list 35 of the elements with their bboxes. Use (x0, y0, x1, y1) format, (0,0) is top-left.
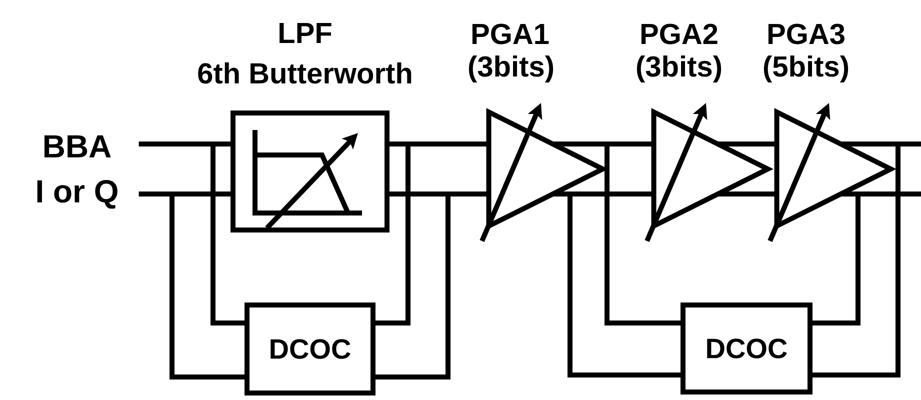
block-title: PGA1 (472, 24, 549, 44)
wire (898, 142, 921, 146)
wire (570, 192, 654, 196)
wire (210, 144, 247, 326)
wire (718, 142, 777, 146)
wire (448, 192, 489, 196)
wire (373, 194, 450, 380)
wire (607, 142, 654, 146)
block-title: PGA2 (641, 24, 718, 44)
wire (552, 192, 570, 196)
wire (840, 142, 898, 146)
block-title: LPF (280, 23, 332, 43)
block-subtitle: 6th Butterworth (198, 62, 412, 84)
block-subtitle: (5bits) (764, 55, 848, 83)
wire (387, 142, 408, 146)
wire (172, 192, 233, 196)
wire (840, 192, 858, 196)
circuit-block: DCOC (244, 302, 376, 396)
block-title: PGA3 (768, 24, 844, 44)
wire (810, 144, 900, 378)
wire (552, 142, 607, 146)
wire (373, 144, 410, 326)
wire (858, 192, 921, 196)
wire (810, 194, 860, 326)
circuit-block: DCOC (680, 302, 812, 394)
wire (604, 144, 683, 326)
wire (408, 142, 489, 146)
wire (138, 192, 172, 196)
wire (718, 192, 777, 196)
input-label: BBA I or Q (37, 135, 118, 209)
wire (387, 192, 448, 196)
wire (170, 194, 247, 380)
block-subtitle: (3bits) (636, 55, 722, 83)
wire (568, 194, 683, 378)
block-subtitle: (3bits) (468, 55, 554, 83)
